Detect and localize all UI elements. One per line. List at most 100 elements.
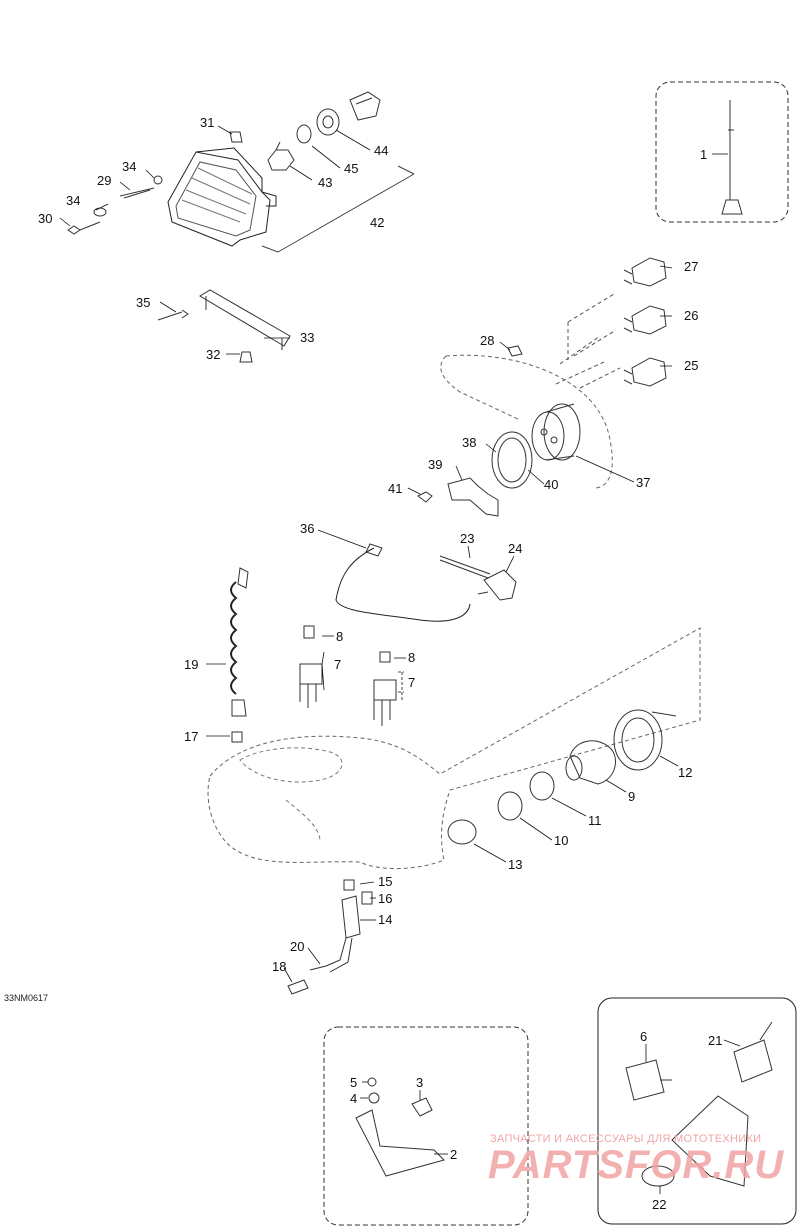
bulb-43 (267, 141, 295, 171)
washer-4 (368, 1092, 380, 1104)
ring-11 (529, 771, 555, 801)
washer-34-lower (93, 207, 107, 217)
screw-29 (119, 187, 155, 199)
ring-45 (296, 124, 312, 144)
pin-23 (439, 555, 491, 579)
bracket-key (671, 1095, 749, 1187)
housing-9 (565, 740, 616, 785)
callout-8-right: 8 (408, 650, 416, 665)
nut-32 (239, 351, 253, 363)
callout-16: 16 (378, 891, 393, 906)
callout-44: 44 (374, 143, 389, 158)
callout-7-left: 7 (334, 657, 342, 672)
callout-32: 32 (206, 347, 221, 362)
inset-frame-bottom-right (597, 997, 797, 1225)
callout-24: 24 (508, 541, 523, 556)
gauge-37 (531, 403, 581, 461)
screw-35 (157, 309, 189, 321)
leader-42-bracket (261, 165, 415, 253)
lamp-26 (623, 305, 667, 335)
knob-24 (477, 569, 517, 601)
inset-frame-bottom-middle (323, 1026, 529, 1226)
callout-8-left: 8 (336, 629, 344, 644)
watermark-tagline: ЗАПЧАСТИ И АКСЕССУАРЫ ДЛЯ МОТОТЕХНИКИ (490, 1133, 762, 1145)
headlamp-assembly (167, 147, 277, 247)
switch-7-right (373, 651, 397, 726)
callout-4: 4 (350, 1091, 358, 1106)
watermark-logo: PARTSFOR.RU (488, 1143, 785, 1187)
callout-43: 43 (318, 175, 333, 190)
switch-21 (733, 1021, 773, 1083)
callout-20: 20 (290, 939, 305, 954)
callout-40: 40 (544, 477, 559, 492)
callout-39: 39 (428, 457, 443, 472)
callout-34-upper: 34 (122, 159, 137, 174)
callout-22: 22 (652, 1197, 667, 1212)
cable-36 (335, 547, 471, 622)
callout-41: 41 (388, 481, 403, 496)
callout-19: 19 (184, 657, 199, 672)
callout-7-right: 7 (408, 675, 416, 690)
callout-42: 42 (370, 215, 385, 230)
bracket-2 (355, 1109, 445, 1177)
gauge-housing (440, 354, 613, 489)
boot-10 (497, 791, 523, 821)
lamp-27 (623, 257, 667, 287)
callout-5: 5 (350, 1075, 358, 1090)
nut-5 (367, 1077, 377, 1087)
callout-26: 26 (684, 308, 699, 323)
cap-16 (361, 891, 373, 905)
callout-10: 10 (554, 833, 569, 848)
nut-41 (417, 491, 433, 503)
callout-17: 17 (184, 729, 199, 744)
callout-37: 37 (636, 475, 651, 490)
callout-36: 36 (300, 521, 315, 536)
clip-31 (229, 131, 243, 143)
inset-frame-top-right (655, 81, 789, 223)
bezel-13 (447, 819, 477, 845)
callout-27: 27 (684, 259, 699, 274)
coil-cord-19 (230, 581, 238, 695)
callout-12: 12 (678, 765, 693, 780)
callout-9: 9 (628, 789, 636, 804)
socket-44-body (349, 91, 381, 121)
callout-33: 33 (300, 330, 315, 345)
callout-31: 31 (200, 115, 215, 130)
callout-11: 11 (588, 813, 602, 828)
gasket-38 (491, 431, 533, 489)
switch-7-left (299, 625, 323, 708)
callout-14: 14 (378, 912, 393, 927)
callout-18: 18 (272, 959, 287, 974)
callout-35: 35 (136, 295, 151, 310)
plug-6 (625, 1059, 672, 1101)
callout-45: 45 (344, 161, 359, 176)
callout-15: 15 (378, 874, 393, 889)
callout-25: 25 (684, 358, 699, 373)
callout-3: 3 (416, 1075, 424, 1090)
leader-lines (59, 125, 741, 1194)
wingnut-3 (411, 1097, 433, 1117)
callout-30: 30 (38, 211, 53, 226)
bracket-39 (447, 477, 499, 517)
screw-30 (67, 221, 101, 235)
callout-28: 28 (480, 333, 495, 348)
drawing-code: 33NM0617 (4, 993, 49, 1003)
connector-leaders (555, 293, 621, 389)
callout-21: 21 (708, 1033, 723, 1048)
sensor-14 (341, 895, 361, 939)
connector-18 (287, 979, 309, 995)
callout-38: 38 (462, 435, 477, 450)
part-1 (721, 100, 743, 215)
callout-23: 23 (460, 531, 475, 546)
socket-44-ring (316, 108, 340, 136)
callout-34-lower: 34 (66, 193, 81, 208)
callout-2: 2 (450, 1147, 458, 1162)
callout-6: 6 (640, 1029, 648, 1044)
gauge-12 (613, 709, 677, 771)
nut-28 (507, 345, 523, 357)
callout-29: 29 (97, 173, 112, 188)
callout-1: 1 (700, 147, 708, 162)
callout-13: 13 (508, 857, 523, 872)
washer-34-upper (153, 175, 163, 185)
